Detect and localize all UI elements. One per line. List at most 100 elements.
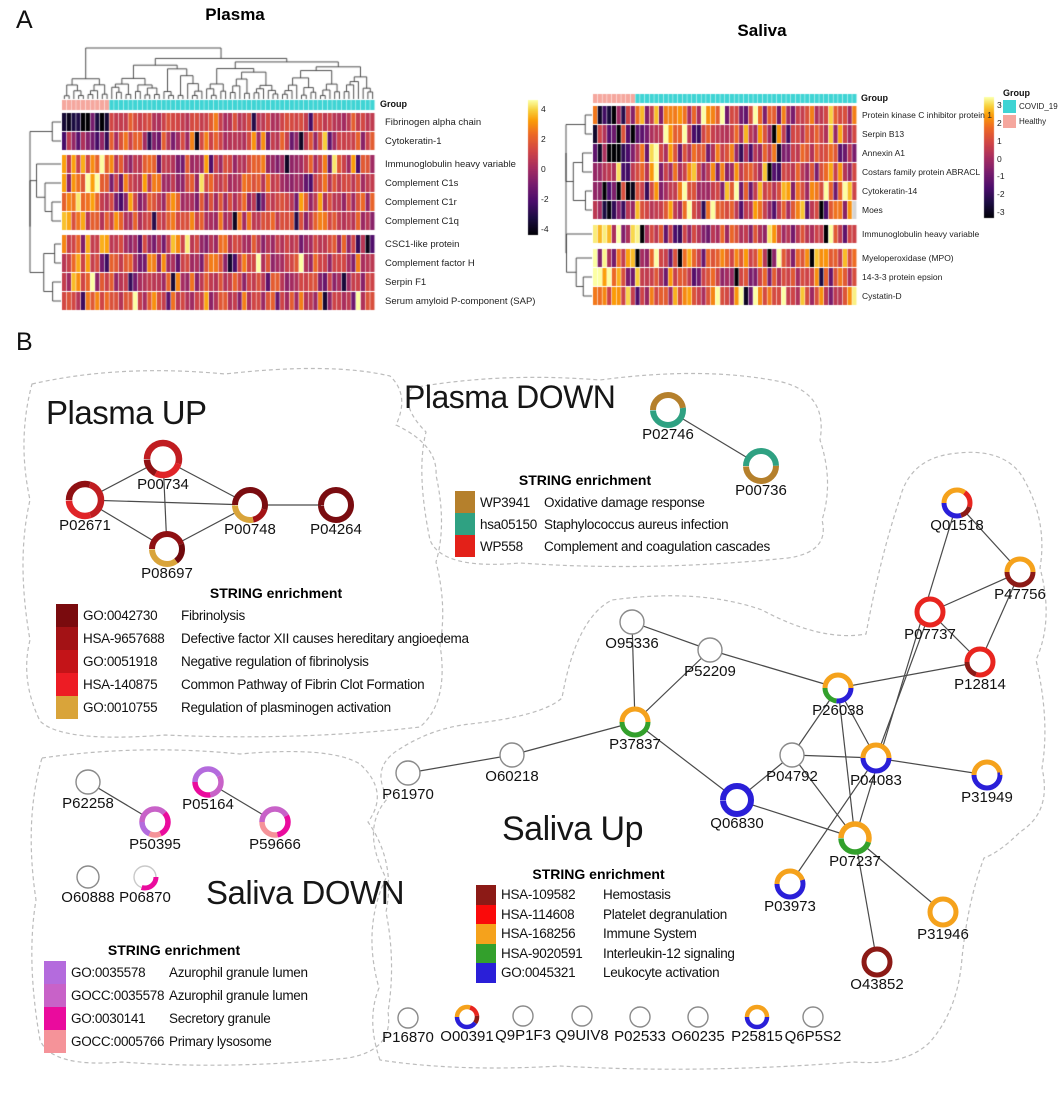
enrichment-swatch — [455, 535, 475, 557]
edge-P07737-P47756 — [929, 571, 1021, 613]
enrichment-swatch — [56, 696, 78, 719]
enrichment-swatch — [56, 673, 78, 696]
enrichment-term-description: Common Pathway of Fibrin Clot Formation — [181, 677, 425, 692]
node-label-P05164: P05164 — [182, 796, 234, 813]
enrichment-term-description: Leukocyte activation — [603, 965, 720, 981]
panel-a-label: A — [16, 6, 33, 34]
group-swatch — [1003, 100, 1016, 113]
node-label-O60218: O60218 — [485, 768, 538, 785]
node-label-P26038: P26038 — [812, 702, 864, 719]
enrichment-swatch — [44, 961, 66, 984]
edge-P52209-P26038 — [709, 649, 839, 689]
node-label-P61970: P61970 — [382, 786, 434, 803]
enrichment-legend-item: GOCC:0005766 Primary lysosome — [44, 1030, 304, 1053]
enrichment-term-id: GOCC:0005766 — [71, 1034, 165, 1049]
protein-node-O60235: O60235 — [671, 1006, 725, 1045]
edge-P26038-P07237 — [837, 687, 856, 839]
plasma-up-title: Plasma UP — [46, 394, 207, 431]
edge-P07237-O43852 — [854, 837, 878, 963]
enrichment-swatch — [56, 650, 78, 673]
node-label-P08697: P08697 — [141, 565, 193, 582]
protein-node-P47756: P47756 — [994, 556, 1046, 603]
protein-node-P03973: P03973 — [764, 868, 816, 915]
enrichment-term-description: Complement and coagulation cascades — [544, 538, 770, 554]
enrichment-swatch — [56, 604, 78, 627]
saliva-colorbar-tick: 3 — [997, 100, 1002, 111]
enrichment-term-description: Platelet degranulation — [603, 906, 727, 922]
enrichment-legend-item: GO:0035578 Azurophil granule lumen — [44, 961, 308, 984]
group-legend-item: Healthy — [1003, 115, 1058, 128]
protein-node-O60218: O60218 — [485, 742, 539, 785]
enrichment-term-id: GO:0051918 — [83, 654, 158, 669]
protein-node-Q6P5S2: Q6P5S2 — [785, 1006, 842, 1045]
saliva-colorbar-tick: 0 — [997, 153, 1002, 164]
plasma-colorbar-tick: 4 — [541, 103, 546, 114]
node-label-O95336: O95336 — [605, 635, 658, 652]
group-legend-title: Group — [1003, 88, 1030, 98]
protein-node-P07237: P07237 — [829, 821, 881, 870]
node-label-Q6P5S2: Q6P5S2 — [785, 1028, 842, 1045]
edge-P61970-O60218 — [407, 754, 513, 774]
edge-P26038-P12814 — [837, 661, 981, 689]
plasma-row-label: Fibrinogen alpha chain — [385, 117, 482, 128]
enrichment-term-description: Immune System — [603, 926, 697, 942]
plasma-down-title: Plasma DOWN — [404, 379, 616, 415]
enrichment-term-description: Azurophil granule lumen — [169, 965, 308, 980]
plasma-down-outline — [407, 372, 829, 568]
protein-node-P52209: P52209 — [684, 637, 736, 680]
saliva-row-label: Immunoglobulin heavy variable — [862, 229, 980, 239]
enrichment-term-id: GO:0030141 — [71, 1011, 146, 1026]
protein-node-P37837: P37837 — [609, 706, 661, 753]
protein-node-P31946: P31946 — [917, 896, 969, 943]
protein-node-P00748: P00748 — [224, 487, 276, 538]
protein-node-P05164: P05164 — [182, 766, 234, 813]
enrichment-legend-title: STRING enrichment — [209, 585, 343, 601]
node-label-P52209: P52209 — [684, 663, 736, 680]
plasma-up-outline — [22, 367, 444, 738]
enrichment-term-description: Primary lysosome — [169, 1034, 272, 1049]
node-label-P04083: P04083 — [850, 772, 902, 789]
saliva-row-label: Myeloperoxidase (MPO) — [862, 253, 954, 263]
enrichment-term-id: HSA-168256 — [501, 926, 576, 942]
plasma-row-label: CSC1-like protein — [385, 239, 460, 250]
protein-node-P04792: P04792 — [766, 742, 818, 785]
saliva-colorbar-tick: 1 — [997, 135, 1002, 146]
plasma-row-label: Complement C1s — [385, 178, 459, 189]
protein-node-P02746: P02746 — [642, 392, 694, 443]
group-swatch — [1003, 115, 1016, 128]
enrichment-term-id: hsa05150 — [480, 516, 537, 532]
plasma-colorbar-tick: -4 — [541, 223, 549, 234]
edge-O95336-P52209 — [631, 621, 711, 651]
node-label-P00734: P00734 — [137, 476, 189, 493]
enrichment-term-id: GO:0010755 — [83, 700, 158, 715]
enrichment-swatch — [476, 885, 496, 905]
group-swatch-label: COVID_19 — [1019, 102, 1058, 111]
enrichment-legend-title: STRING enrichment — [532, 866, 665, 882]
enrichment-term-id: GO:0042730 — [83, 608, 158, 623]
protein-node-P12814: P12814 — [954, 646, 1006, 693]
protein-node-Q06830: Q06830 — [710, 783, 764, 832]
enrichment-term-id: GO:0035578 — [71, 965, 146, 980]
saliva-row-label: 14-3-3 protein epsion — [862, 272, 943, 282]
node-label-P37837: P37837 — [609, 736, 661, 753]
enrichment-swatch — [476, 963, 496, 983]
enrichment-legend-title: STRING enrichment — [107, 942, 241, 958]
protein-node-P02533: P02533 — [614, 1006, 666, 1045]
plasma-row-label: Serum amyloid P-component (SAP) — [385, 296, 536, 307]
plasma-colorbar-tick: 2 — [541, 133, 546, 144]
saliva-row-label: Serpin B13 — [862, 129, 905, 139]
